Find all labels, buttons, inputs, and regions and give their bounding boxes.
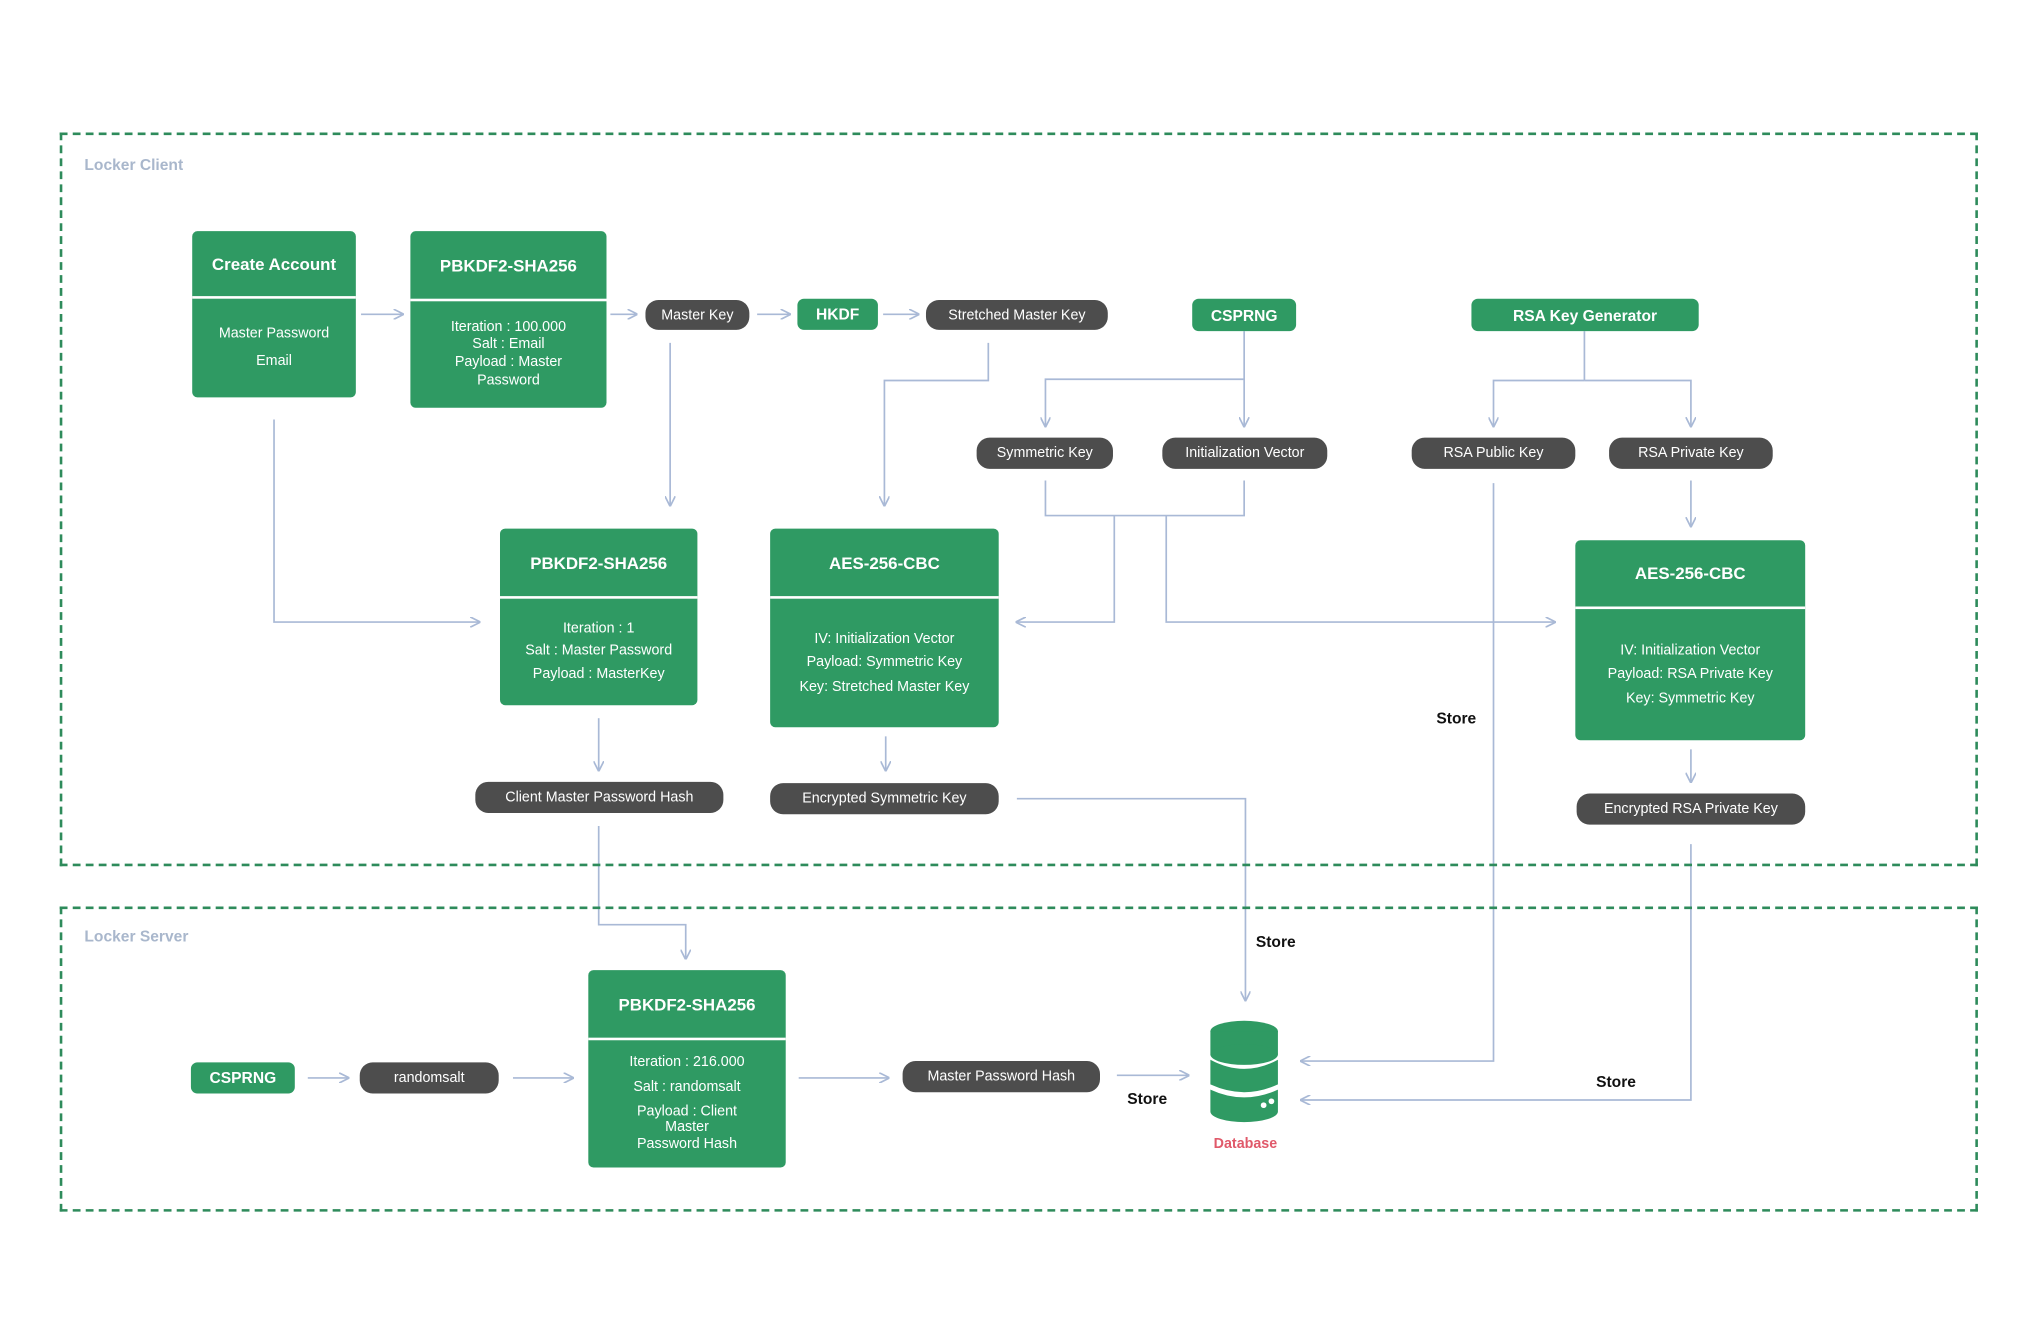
csprng-client-pill: CSPRNG <box>1192 298 1297 332</box>
box-line: Salt : randomsalt <box>633 1079 741 1095</box>
pbkdf-client-1-box: PBKDF2-SHA256 Iteration : 100.000 Salt :… <box>410 231 607 408</box>
connector-encrsa-to-db <box>1301 844 1692 1100</box>
connector-rsagen-to-public <box>1494 379 1585 426</box>
box-line: Salt : Master Password <box>525 643 673 660</box>
rsa-key-generator-pill: RSA Key Generator <box>1471 298 1699 332</box>
connector-to-aes-sym <box>1017 515 1116 622</box>
box-line: Payload: Symmetric Key <box>806 655 963 671</box>
store-label: Store <box>1127 1089 1168 1108</box>
connector-to-aes-rsa <box>1165 515 1554 622</box>
connector-stretched-to-aes <box>884 342 990 505</box>
locker-client-zone <box>59 132 1978 867</box>
client-master-password-hash-pill: Client Master Password Hash <box>475 781 724 813</box>
box-line: Payload: RSA Private Key <box>1607 666 1773 683</box>
pbkdf-client-2-body: Iteration : 1 Salt : Master Password Pay… <box>500 599 697 705</box>
connector-csprng-to-symkey <box>1045 378 1245 426</box>
rsa-public-key-pill: RSA Public Key <box>1411 437 1576 469</box>
box-line: Master Password <box>218 326 330 342</box>
box-line: Payload : Master <box>454 354 563 371</box>
hkdf-pill: HKDF <box>797 298 878 330</box>
randomsalt-pill: randomsalt <box>359 1062 499 1094</box>
box-line: IV: Initialization Vector <box>1620 643 1761 659</box>
aes-symmetric-box: AES-256-CBC IV: Initialization Vector Pa… <box>770 528 999 728</box>
csprng-server-pill: CSPRNG <box>190 1062 295 1094</box>
box-line: Key: Stretched Master Key <box>799 678 970 695</box>
aes-symmetric-body: IV: Initialization Vector Payload: Symme… <box>770 599 999 728</box>
connector-hash-to-server <box>597 825 686 958</box>
pbkdf-client-1-title: PBKDF2-SHA256 <box>410 231 607 302</box>
connector-public-to-db <box>1301 483 1495 1061</box>
connector-rsagen-to-private <box>1584 379 1690 426</box>
pbkdf-client-2-box: PBKDF2-SHA256 Iteration : 1 Salt : Maste… <box>499 528 698 706</box>
box-line: Key: Symmetric Key <box>1625 690 1755 706</box>
database-icon <box>1209 1019 1279 1123</box>
box-line: Iteration : 100.000 <box>450 318 567 335</box>
create-account-title: Create Account <box>192 231 356 299</box>
symmetric-key-pill: Symmetric Key <box>976 437 1113 469</box>
connector-create-to-pbkdf2 <box>273 419 479 622</box>
stretched-master-key-pill: Stretched Master Key <box>925 299 1108 330</box>
connector-encsym-to-db <box>1016 797 1246 1000</box>
rsa-private-key-pill: RSA Private Key <box>1609 437 1773 469</box>
aes-rsa-box: AES-256-CBC IV: Initialization Vector Pa… <box>1575 540 1806 741</box>
store-label: Store <box>1596 1072 1636 1091</box>
master-key-pill: Master Key <box>645 299 750 330</box>
pbkdf-client-1-body: Iteration : 100.000 Salt : Email Payload… <box>410 301 606 407</box>
aes-rsa-body: IV: Initialization Vector Payload: RSA P… <box>1575 609 1805 740</box>
box-line: Payload : MasterKey <box>532 665 665 682</box>
connector-symkey-down <box>1044 480 1245 517</box>
box-line: Iteration : 216.000 <box>629 1055 745 1071</box>
box-line: Salt : Email <box>472 336 545 353</box>
box-line: Iteration : 1 <box>562 621 635 637</box>
store-label: Store <box>1436 709 1477 728</box>
box-line: Password Hash <box>636 1136 738 1152</box>
pbkdf-client-2-title: PBKDF2-SHA256 <box>499 529 698 599</box>
encrypted-rsa-private-key-pill: Encrypted RSA Private Key <box>1576 793 1806 825</box>
create-account-body: Master Password Email <box>192 299 356 398</box>
aes-rsa-title: AES-256-CBC <box>1575 540 1806 610</box>
aes-symmetric-title: AES-256-CBC <box>770 529 999 599</box>
encrypted-symmetric-key-pill: Encrypted Symmetric Key <box>770 783 999 815</box>
store-label: Store <box>1255 932 1296 951</box>
master-password-hash-pill: Master Password Hash <box>902 1061 1100 1093</box>
locker-client-label: Locker Client <box>84 155 184 175</box>
pbkdf-server-title: PBKDF2-SHA256 <box>588 970 786 1041</box>
box-line: Payload : Client <box>636 1103 738 1120</box>
box-line: Email <box>256 353 292 369</box>
locker-server-label: Locker Server <box>84 927 189 946</box>
pbkdf-server-box: PBKDF2-SHA256 Iteration : 216.000 Salt :… <box>588 970 786 1168</box>
initialization-vector-pill: Initialization Vector <box>1162 437 1328 469</box>
pbkdf-server-body: Iteration : 216.000 Salt : randomsalt Pa… <box>588 1040 785 1167</box>
locker-server-zone <box>59 906 1978 1212</box>
database-label: Database <box>1213 1136 1278 1152</box>
create-account-box: Create Account Master Password Email <box>192 231 356 398</box>
box-line: IV: Initialization Vector <box>814 631 955 648</box>
box-line: Master <box>665 1119 709 1136</box>
box-line: Password <box>477 372 540 388</box>
